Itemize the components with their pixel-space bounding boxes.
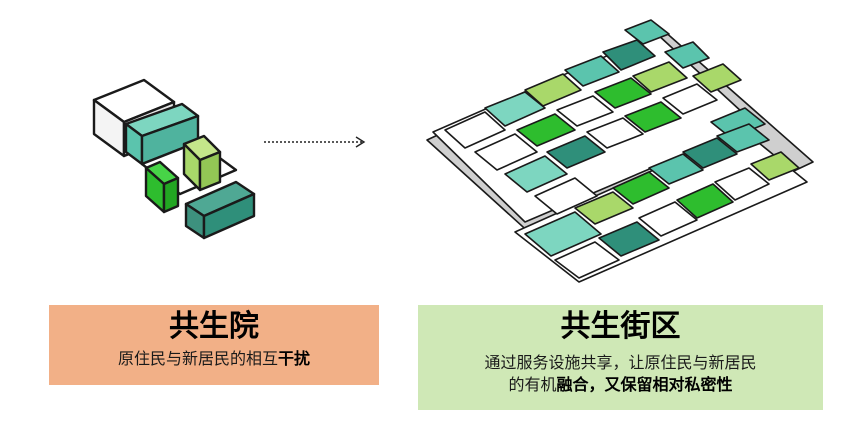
right-line2-emphasis: 融合，又保留相对私密性 — [556, 375, 733, 394]
right-subtitle-line2: 的有机融合，又保留相对私密性 — [418, 375, 823, 395]
right-subtitle-line1: 通过服务设施共享，让原住民与新居民 — [484, 353, 757, 372]
left-subtitle: 原住民与新居民的相互干扰 — [49, 349, 379, 369]
right-title: 共生街区 — [560, 309, 681, 344]
left-title: 共生院 — [169, 309, 259, 344]
courtyard-axonometric-icon — [92, 78, 256, 240]
left-caption-box: 共生院 原住民与新居民的相互干扰 — [49, 305, 379, 385]
district-axonometric-icon — [426, 19, 814, 283]
right-line2-plain: 的有机 — [508, 375, 557, 394]
left-subtitle-plain: 原住民与新居民的相互 — [117, 349, 278, 368]
left-subtitle-emphasis: 干扰 — [278, 349, 311, 368]
dotted-arrow-icon — [264, 136, 366, 148]
right-caption-box: 共生街区 通过服务设施共享，让原住民与新居民 的有机融合，又保留相对私密性 — [418, 305, 823, 410]
